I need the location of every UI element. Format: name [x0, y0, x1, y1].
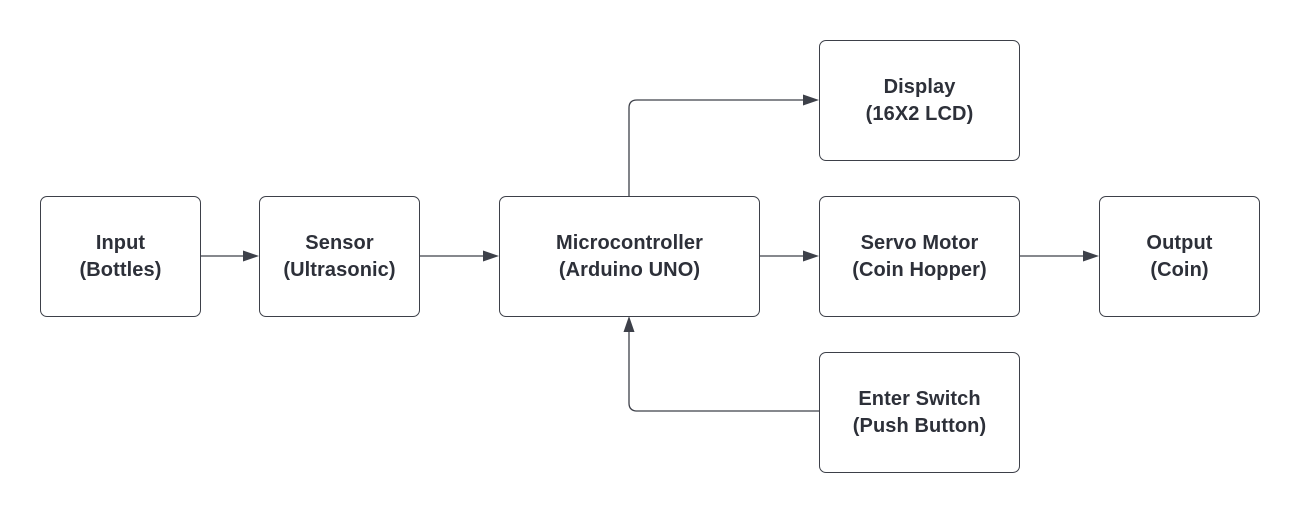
node-display: Display (16X2 LCD)	[819, 40, 1020, 161]
arrowhead-microcontroller-left	[483, 250, 499, 262]
node-servo-title: Servo Motor	[860, 231, 979, 254]
arrowhead-output	[1083, 250, 1099, 262]
node-output: Output (Coin)	[1099, 196, 1260, 317]
node-microcontroller-title: Microcontroller	[555, 231, 704, 254]
edge-switch-to-microcontroller	[628, 328, 819, 412]
node-sensor: Sensor (Ultrasonic)	[259, 196, 420, 317]
arrowhead-servo	[803, 250, 819, 262]
node-output-title: Output	[1146, 231, 1213, 254]
edge-microcontroller-to-display	[628, 99, 807, 196]
node-switch: Enter Switch (Push Button)	[819, 352, 1020, 473]
node-sensor-title: Sensor	[305, 231, 374, 254]
node-switch-subtitle: (Push Button)	[852, 414, 987, 437]
node-sensor-subtitle: (Ultrasonic)	[283, 258, 396, 281]
node-switch-title: Enter Switch	[858, 387, 981, 410]
arrowhead-sensor	[243, 250, 259, 262]
node-servo-subtitle: (Coin Hopper)	[852, 258, 987, 281]
node-microcontroller-subtitle: (Arduino UNO)	[558, 258, 701, 281]
arrowhead-microcontroller-bottom	[623, 316, 635, 332]
node-microcontroller: Microcontroller (Arduino UNO)	[499, 196, 760, 317]
node-display-subtitle: (16X2 LCD)	[865, 102, 974, 125]
node-input: Input (Bottles)	[40, 196, 201, 317]
node-display-title: Display	[883, 75, 956, 98]
node-input-subtitle: (Bottles)	[79, 258, 162, 281]
arrowhead-display	[803, 94, 819, 106]
node-servo: Servo Motor (Coin Hopper)	[819, 196, 1020, 317]
node-output-subtitle: (Coin)	[1150, 258, 1209, 281]
node-input-title: Input	[95, 231, 146, 254]
